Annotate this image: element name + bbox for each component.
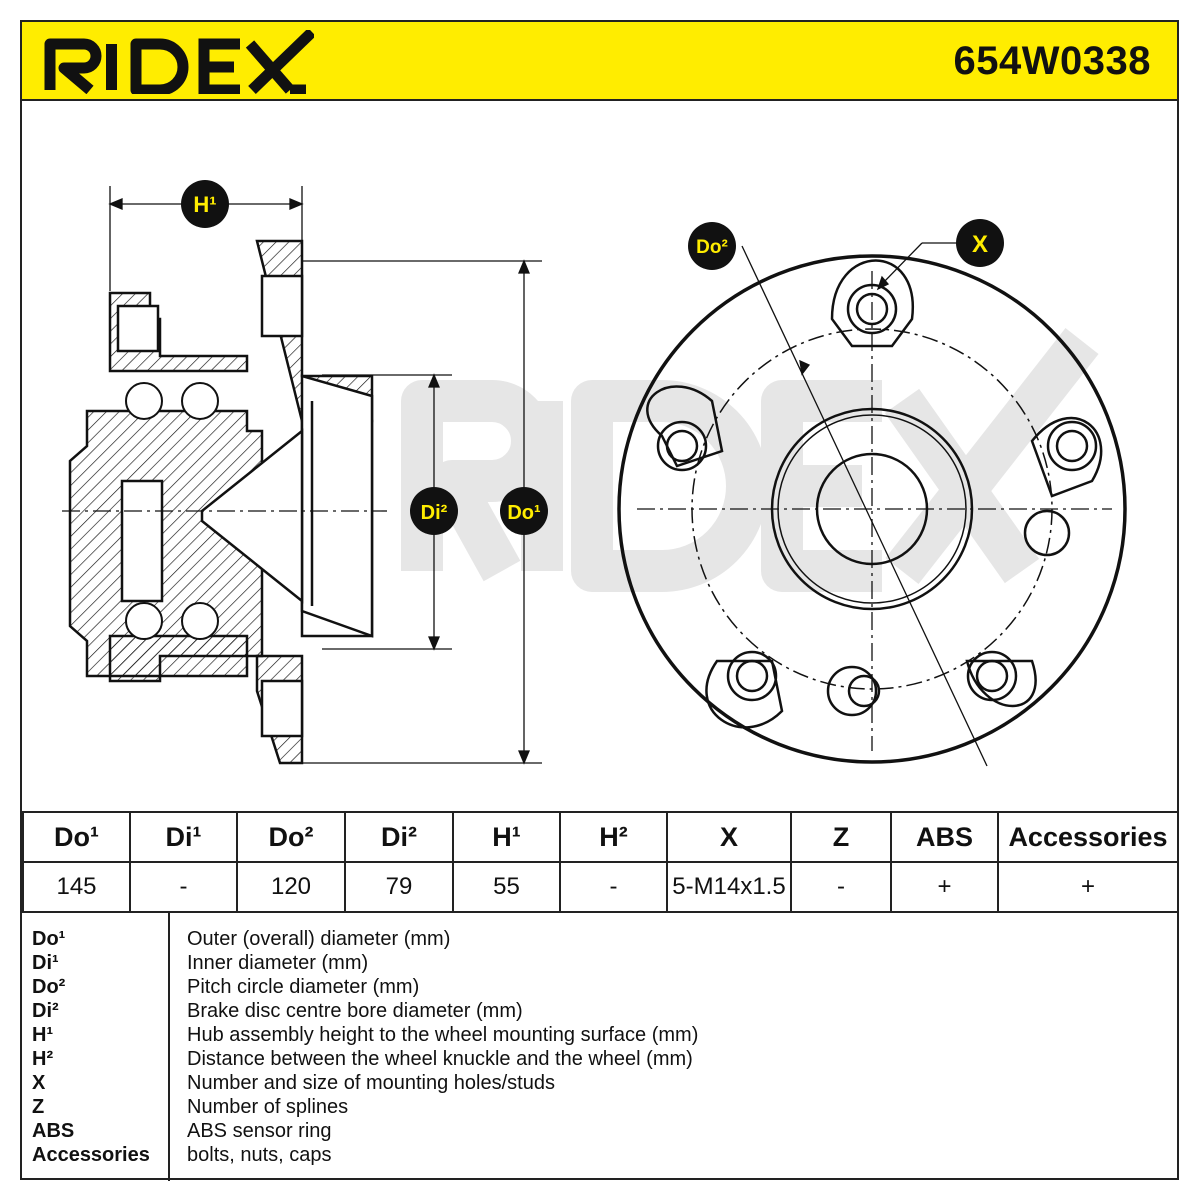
legend-key: Di¹ bbox=[32, 952, 59, 974]
label-di2: Di² bbox=[421, 502, 448, 524]
legend-desc: Number and size of mounting holes/studs bbox=[187, 1072, 555, 1094]
legend-row: H¹ Hub assembly height to the wheel moun… bbox=[22, 1023, 1177, 1047]
legend-divider bbox=[168, 913, 170, 1181]
spec-value: - bbox=[790, 861, 892, 913]
legend-desc: ABS sensor ring bbox=[187, 1120, 332, 1142]
bearing-balls bbox=[125, 382, 219, 640]
legend-desc: Inner diameter (mm) bbox=[187, 952, 369, 974]
legend-row: Z Number of splines bbox=[22, 1095, 1177, 1119]
spec-header-row: Do¹ Di¹ Do² Di² H¹ H² X Z ABS Accessorie… bbox=[22, 811, 1179, 863]
label-h1: H¹ bbox=[193, 192, 216, 217]
legend-key: H¹ bbox=[32, 1024, 54, 1046]
label-do1: Do¹ bbox=[507, 502, 541, 524]
label-x: X bbox=[972, 231, 988, 258]
spec-header: Accessories bbox=[997, 811, 1179, 863]
spec-value: - bbox=[129, 861, 238, 913]
legend-key: Z bbox=[32, 1096, 45, 1118]
product-sheet: 654W0338 bbox=[20, 20, 1179, 1181]
spec-value: 120 bbox=[236, 861, 346, 913]
legend-desc: Pitch circle diameter (mm) bbox=[187, 976, 420, 998]
leader-x bbox=[876, 242, 957, 291]
legend-key: X bbox=[32, 1072, 46, 1094]
dimension-h1 bbox=[108, 186, 304, 291]
spec-value: - bbox=[559, 861, 668, 913]
spec-value-row: 145 - 120 79 55 - 5-M14x1.5 - + + bbox=[22, 861, 1179, 913]
leader-do2 bbox=[741, 245, 988, 767]
label-do2: Do² bbox=[696, 237, 728, 258]
spec-header: H¹ bbox=[452, 811, 561, 863]
spec-header: ABS bbox=[890, 811, 999, 863]
legend-row: X Number and size of mounting holes/stud… bbox=[22, 1071, 1177, 1095]
part-number: 654W0338 bbox=[953, 39, 1151, 83]
legend-desc: Brake disc centre bore diameter (mm) bbox=[187, 1000, 523, 1022]
legend-key: Di² bbox=[32, 1000, 59, 1022]
header-bar: 654W0338 bbox=[22, 22, 1177, 101]
legend-desc: Hub assembly height to the wheel mountin… bbox=[187, 1024, 699, 1046]
spec-header: Do² bbox=[236, 811, 346, 863]
legend-row: Di¹ Inner diameter (mm) bbox=[22, 951, 1177, 975]
spec-header: Z bbox=[790, 811, 892, 863]
legend-row: Accessories bolts, nuts, caps bbox=[22, 1143, 1177, 1167]
spec-header: Do¹ bbox=[22, 811, 131, 863]
spec-value: 5-M14x1.5 bbox=[666, 861, 792, 913]
hub-front-view bbox=[617, 254, 1127, 764]
spec-header: X bbox=[666, 811, 792, 863]
spec-value: + bbox=[997, 861, 1179, 913]
brand-logo bbox=[44, 30, 314, 94]
legend-key: Accessories bbox=[32, 1144, 150, 1166]
legend-desc: Outer (overall) diameter (mm) bbox=[187, 928, 451, 950]
legend-key: Do¹ bbox=[32, 928, 66, 950]
legend-desc: bolts, nuts, caps bbox=[187, 1144, 332, 1166]
legend-desc: Distance between the wheel knuckle and t… bbox=[187, 1048, 693, 1070]
spec-header: H² bbox=[559, 811, 668, 863]
legend-row: Do² Pitch circle diameter (mm) bbox=[22, 975, 1177, 999]
legend-row: H² Distance between the wheel knuckle an… bbox=[22, 1047, 1177, 1071]
spec-table: Do¹ Di¹ Do² Di² H¹ H² X Z ABS Accessorie… bbox=[22, 811, 1179, 913]
spec-value: 55 bbox=[452, 861, 561, 913]
legend: Do¹ Outer (overall) diameter (mm) Di¹ In… bbox=[22, 911, 1177, 1181]
spec-value: 79 bbox=[344, 861, 454, 913]
spec-header: Di² bbox=[344, 811, 454, 863]
stud-holes bbox=[656, 283, 1098, 717]
legend-key: H² bbox=[32, 1048, 54, 1070]
spec-value: 145 bbox=[22, 861, 131, 913]
legend-row: ABS ABS sensor ring bbox=[22, 1119, 1177, 1143]
legend-row: Do¹ Outer (overall) diameter (mm) bbox=[22, 927, 1177, 951]
hub-section-view bbox=[68, 239, 374, 765]
legend-key: ABS bbox=[32, 1120, 75, 1142]
legend-row: Di² Brake disc centre bore diameter (mm) bbox=[22, 999, 1177, 1023]
technical-drawing: H¹ Di² Do¹ bbox=[62, 180, 1127, 767]
spec-value: + bbox=[890, 861, 999, 913]
watermark-logo bbox=[401, 328, 1099, 592]
spec-header: Di¹ bbox=[129, 811, 238, 863]
legend-desc: Number of splines bbox=[187, 1096, 349, 1118]
legend-key: Do² bbox=[32, 976, 66, 998]
